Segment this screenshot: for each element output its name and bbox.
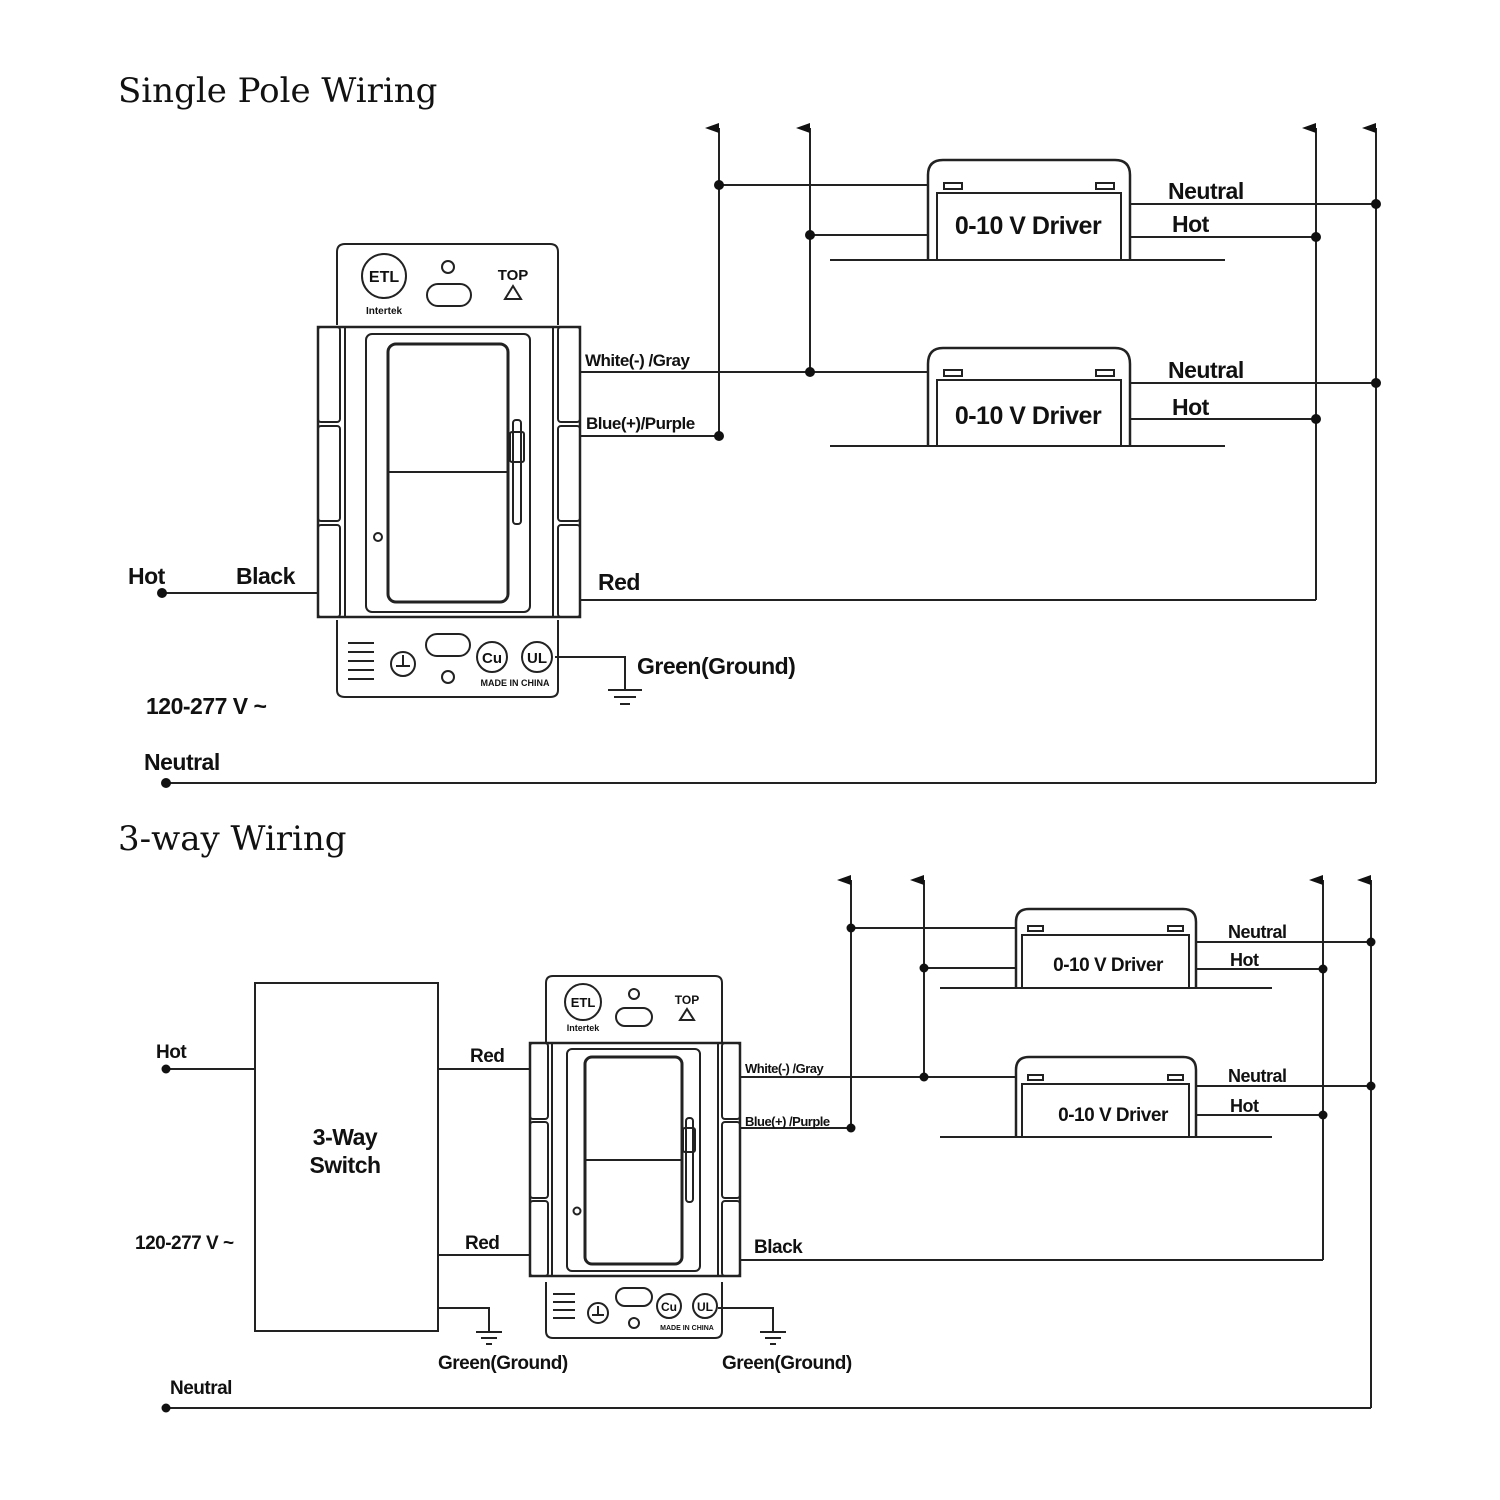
hot-terminal-dot <box>161 1064 171 1074</box>
svg-text:UL: UL <box>527 650 547 667</box>
ground-label: Green(Ground) <box>637 653 795 679</box>
junction-dot <box>1371 378 1381 388</box>
junction-dot <box>714 180 724 190</box>
junction-dot <box>846 1123 856 1133</box>
junction-dot <box>1318 1110 1328 1120</box>
cu-icon <box>476 641 508 673</box>
top-label: TOP <box>498 267 529 284</box>
driver-2-label: 0-10 V Driver <box>955 402 1102 430</box>
single-pole-section: Single Pole Wiring <box>118 71 1381 788</box>
junction-dot <box>1371 199 1381 209</box>
ul-icon <box>521 641 553 673</box>
driver-2-neutral-label: Neutral <box>1228 1066 1287 1086</box>
driver-1-label: 0-10 V Driver <box>1053 955 1164 976</box>
single-pole-title: Single Pole Wiring <box>118 71 437 111</box>
junction-dot <box>1366 937 1376 947</box>
red-label: Red <box>598 569 640 595</box>
junction-dot <box>1318 964 1328 974</box>
made-in-label: MADE IN CHINA <box>481 678 550 688</box>
switch-label-2: Switch <box>309 1152 380 1178</box>
junction-dot <box>805 367 815 377</box>
blue-purple-label: Blue(+) /Purple <box>745 1114 830 1129</box>
junction-dot <box>919 1072 929 1082</box>
junction-dot <box>1366 1081 1376 1091</box>
etl-cert-icon <box>564 983 602 1021</box>
neutral-terminal-dot <box>161 778 171 788</box>
junction-dot <box>805 230 815 240</box>
three-way-switch-box <box>254 982 439 1332</box>
neutral-label: Neutral <box>144 749 220 775</box>
junction-dot <box>714 431 724 441</box>
neutral-label: Neutral <box>170 1378 232 1399</box>
top-triangle-icon <box>503 284 523 300</box>
white-gray-label: White(-) /Gray <box>745 1061 824 1076</box>
svg-text:ETL: ETL <box>571 995 596 1010</box>
junction-dot <box>1311 232 1321 242</box>
white-gray-label: White(-) /Gray <box>585 351 690 370</box>
ground-label-left: Green(Ground) <box>438 1353 568 1374</box>
driver-2-hot-label: Hot <box>1172 394 1210 420</box>
driver-2: 0-10 V Driver <box>1014 1055 1198 1138</box>
driver-2-label: 0-10 V Driver <box>1058 1105 1169 1126</box>
hot-terminal-dot <box>157 588 167 598</box>
junction-dot <box>846 923 856 933</box>
dimmer-switch: ETL Intertek TOP Cu UL MADE IN CHINA <box>316 243 582 698</box>
driver-1-hot-label: Hot <box>1230 950 1259 970</box>
driver-2: 0-10 V Driver <box>926 346 1132 447</box>
top-label: TOP <box>675 993 699 1007</box>
hot-label: Hot <box>128 563 166 589</box>
etl-cert-icon <box>361 253 407 299</box>
blue-purple-label: Blue(+)/Purple <box>586 414 695 433</box>
ground-wire <box>555 656 626 690</box>
black-label: Black <box>754 1237 803 1258</box>
svg-text:Cu: Cu <box>482 650 502 667</box>
black-label: Black <box>236 563 296 589</box>
dimmer-switch: ETL Intertek TOP Cu UL MADE IN CHINA <box>528 975 742 1339</box>
ground-wire-right <box>718 1307 774 1332</box>
driver-1-label: 0-10 V Driver <box>955 212 1102 240</box>
switch-label-1: 3-Way <box>313 1124 378 1150</box>
driver-1-hot-label: Hot <box>1172 211 1210 237</box>
ground-screw-icon <box>587 1302 609 1324</box>
junction-dot <box>919 963 929 973</box>
svg-text:UL: UL <box>697 1300 713 1314</box>
svg-text:ETL: ETL <box>369 269 399 286</box>
driver-2-hot-label: Hot <box>1230 1096 1259 1116</box>
ul-icon <box>692 1293 718 1319</box>
driver-2-neutral-label: Neutral <box>1168 357 1244 383</box>
voltage-label: 120-277 V ~ <box>146 693 267 719</box>
neutral-terminal-dot <box>161 1403 171 1413</box>
ground-screw-icon <box>390 651 416 677</box>
junction-dot <box>1311 414 1321 424</box>
ground-label-right: Green(Ground) <box>722 1353 852 1374</box>
driver-1: 0-10 V Driver <box>926 158 1132 261</box>
three-way-title: 3-way Wiring <box>118 819 347 859</box>
red-bottom-label: Red <box>465 1233 499 1254</box>
ground-wire-left <box>438 1307 490 1332</box>
made-in-label: MADE IN CHINA <box>660 1325 714 1332</box>
cert-label: Intertek <box>567 1023 601 1033</box>
cu-icon <box>656 1293 682 1319</box>
hot-label: Hot <box>156 1042 187 1063</box>
voltage-label: 120-277 V ~ <box>135 1233 234 1254</box>
top-triangle-icon <box>678 1007 696 1021</box>
dimmer-slider <box>512 419 522 525</box>
driver-1-neutral-label: Neutral <box>1228 922 1287 942</box>
dimmer-slider <box>685 1117 694 1203</box>
driver-1-neutral-label: Neutral <box>1168 178 1244 204</box>
driver-1: 0-10 V Driver <box>1014 907 1198 989</box>
red-top-label: Red <box>470 1046 504 1067</box>
cert-label: Intertek <box>366 306 403 317</box>
svg-text:Cu: Cu <box>661 1300 677 1314</box>
three-way-section: 3-way Wiring <box>118 819 1376 1413</box>
